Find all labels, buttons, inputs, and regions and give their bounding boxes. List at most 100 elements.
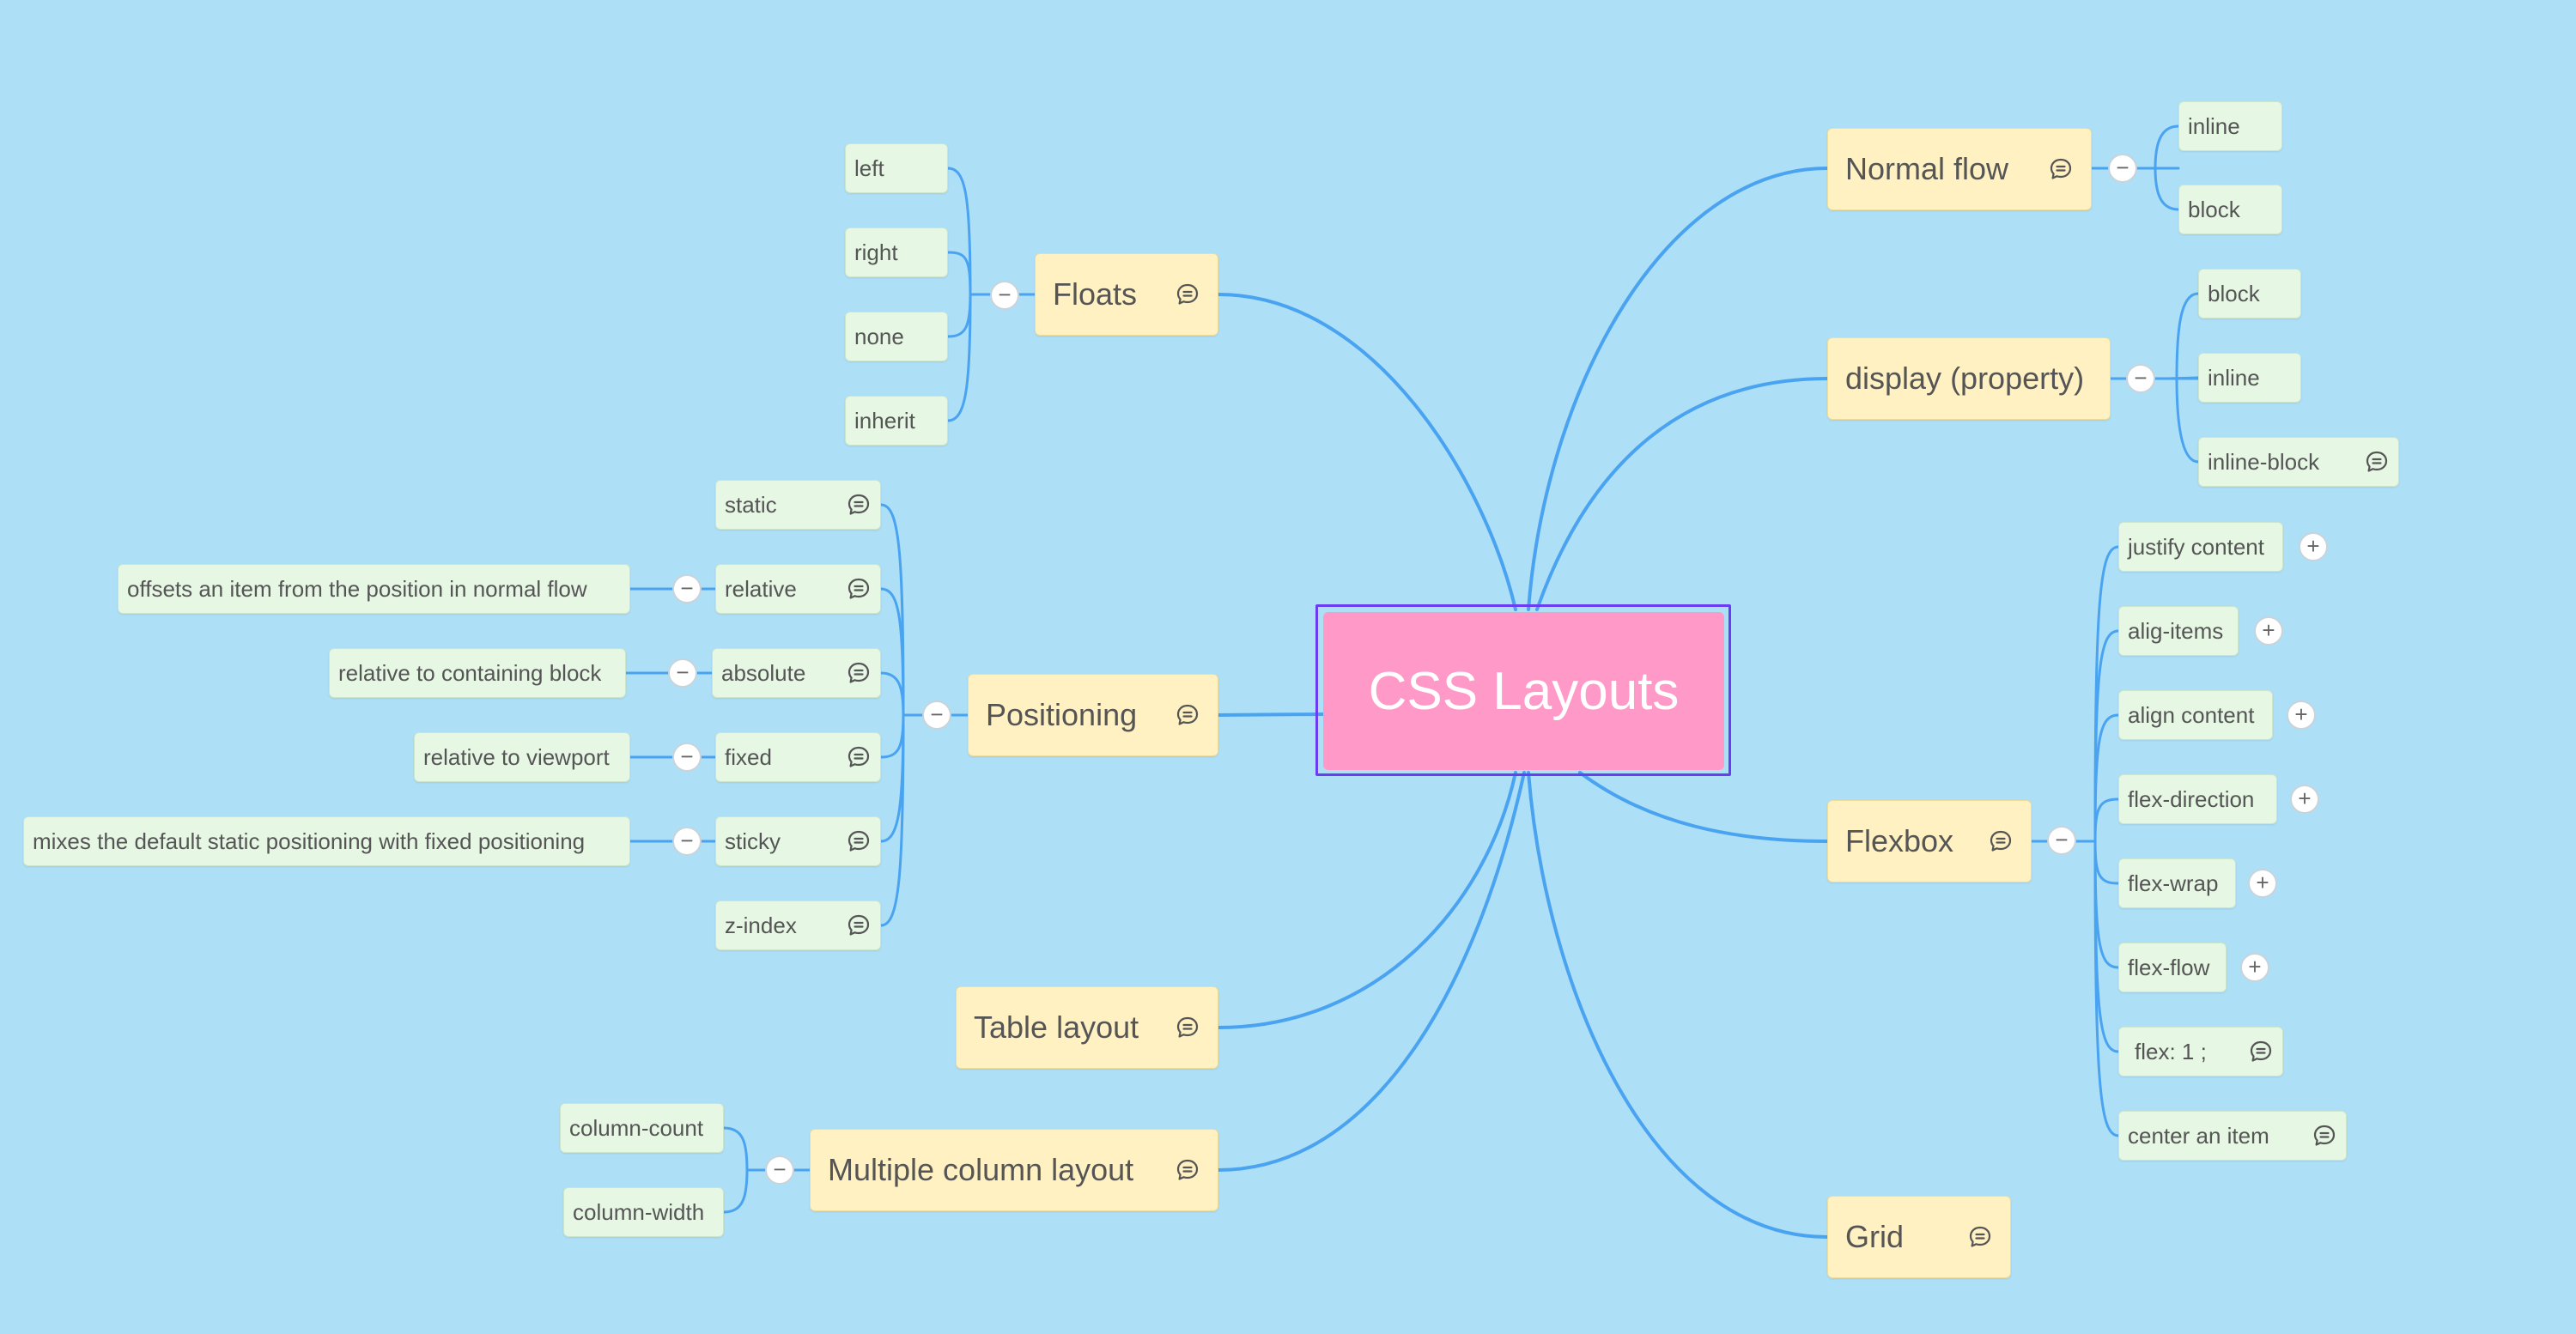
detail-label: relative to viewport: [423, 743, 610, 770]
note-icon[interactable]: [846, 828, 872, 854]
subtopic-label: inherit: [854, 407, 915, 434]
subtopic-column-count[interactable]: column-count: [560, 1103, 724, 1153]
collapse-icon[interactable]: −: [668, 658, 697, 688]
subtopic-block[interactable]: block: [2178, 185, 2282, 234]
subtopic-flex-1[interactable]: flex: 1 ;: [2118, 1027, 2283, 1076]
collapse-icon[interactable]: −: [2108, 154, 2137, 183]
detail-fixed[interactable]: relative to viewport: [414, 732, 630, 782]
note-icon[interactable]: [1988, 828, 2014, 854]
topic-normal-flow[interactable]: Normal flow: [1827, 128, 2092, 210]
subtopic-label: none: [854, 323, 904, 349]
note-icon[interactable]: [1175, 702, 1200, 728]
note-icon[interactable]: [846, 660, 872, 686]
subtopic-label: right: [854, 239, 898, 265]
note-icon[interactable]: [846, 913, 872, 938]
note-icon[interactable]: [1175, 1015, 1200, 1040]
note-icon[interactable]: [1967, 1224, 1993, 1250]
subtopic-inline[interactable]: inline: [2198, 353, 2301, 403]
collapse-icon[interactable]: −: [672, 827, 702, 856]
expand-icon[interactable]: +: [2287, 700, 2316, 730]
topic-label: Grid: [1845, 1219, 1905, 1254]
subtopic-label: center an item: [2128, 1122, 2269, 1149]
collapse-icon[interactable]: −: [922, 700, 951, 730]
subtopic-absolute[interactable]: absolute: [712, 648, 881, 698]
subtopic-flex-direction[interactable]: flex-direction: [2118, 774, 2277, 824]
detail-sticky[interactable]: mixes the default static positioning wit…: [23, 816, 630, 866]
subtopic-flex-flow[interactable]: flex-flow: [2118, 943, 2227, 992]
subtopic-inline-block[interactable]: inline-block: [2198, 437, 2399, 487]
subtopic-inherit[interactable]: inherit: [845, 396, 948, 446]
subtopic-label: relative: [725, 575, 797, 602]
subtopic-justify-content[interactable]: justify content: [2118, 522, 2283, 572]
topic-flexbox[interactable]: Flexbox: [1827, 800, 2032, 882]
topic-positioning[interactable]: Positioning: [968, 674, 1218, 756]
topic-multiple-column-layout[interactable]: Multiple column layout: [810, 1129, 1218, 1211]
subtopic-label: flex-direction: [2128, 785, 2255, 812]
note-icon[interactable]: [1175, 1157, 1200, 1183]
note-icon[interactable]: [846, 576, 872, 602]
expand-icon[interactable]: +: [2248, 869, 2277, 898]
subtopic-align-content[interactable]: align content: [2118, 690, 2273, 740]
note-icon[interactable]: [1175, 282, 1200, 307]
subtopic-left[interactable]: left: [845, 143, 948, 193]
subtopic-label: flex-wrap: [2128, 870, 2219, 896]
subtopic-label: inline: [2188, 112, 2240, 139]
subtopic-label: z-index: [725, 912, 797, 938]
collapse-icon[interactable]: −: [672, 743, 702, 772]
subtopic-label: block: [2208, 280, 2260, 306]
expand-icon[interactable]: +: [2254, 616, 2283, 646]
note-icon[interactable]: [846, 492, 872, 518]
subtopic-z-index[interactable]: z-index: [715, 900, 881, 950]
subtopic-inline[interactable]: inline: [2178, 101, 2282, 151]
note-icon[interactable]: [2248, 1039, 2274, 1064]
topic-display-property[interactable]: display (property): [1827, 337, 2111, 420]
subtopic-label: block: [2188, 196, 2240, 222]
subtopic-fixed[interactable]: fixed: [715, 732, 881, 782]
subtopic-relative[interactable]: relative: [715, 564, 881, 614]
topic-label: Normal flow: [1845, 151, 2009, 186]
subtopic-label: column-width: [573, 1198, 705, 1225]
subtopic-sticky[interactable]: sticky: [715, 816, 881, 866]
subtopic-label: alig-items: [2128, 617, 2224, 644]
collapse-icon[interactable]: −: [2047, 826, 2076, 855]
subtopic-center-an-item[interactable]: center an item: [2118, 1111, 2347, 1161]
detail-label: relative to containing block: [338, 659, 602, 686]
central-topic[interactable]: CSS Layouts: [1323, 612, 1724, 770]
collapse-icon[interactable]: −: [765, 1155, 794, 1185]
detail-label: offsets an item from the position in nor…: [127, 575, 587, 602]
subtopic-label: sticky: [725, 828, 781, 854]
collapse-icon[interactable]: −: [990, 281, 1019, 310]
subtopic-label: inline: [2208, 364, 2260, 391]
expand-icon[interactable]: +: [2290, 785, 2319, 814]
subtopic-label: absolute: [721, 659, 806, 686]
subtopic-label: column-count: [569, 1114, 704, 1141]
subtopic-label: align content: [2128, 701, 2255, 728]
subtopic-flex-wrap[interactable]: flex-wrap: [2118, 858, 2236, 908]
subtopic-alig-items[interactable]: alig-items: [2118, 606, 2239, 656]
collapse-icon[interactable]: −: [2126, 364, 2155, 393]
note-icon[interactable]: [2312, 1123, 2337, 1149]
collapse-icon[interactable]: −: [672, 574, 702, 603]
note-icon[interactable]: [2364, 449, 2390, 475]
subtopic-none[interactable]: none: [845, 312, 948, 361]
detail-absolute[interactable]: relative to containing block: [329, 648, 626, 698]
expand-icon[interactable]: +: [2240, 953, 2269, 982]
note-icon[interactable]: [846, 744, 872, 770]
topic-label: Table layout: [974, 1010, 1139, 1045]
subtopic-right[interactable]: right: [845, 227, 948, 277]
topic-label: Flexbox: [1845, 823, 1954, 858]
topic-label: Multiple column layout: [828, 1152, 1134, 1187]
subtopic-label: fixed: [725, 743, 772, 770]
topic-table-layout[interactable]: Table layout: [956, 986, 1218, 1069]
note-icon[interactable]: [2048, 156, 2074, 182]
subtopic-label: flex-flow: [2128, 954, 2210, 980]
topic-grid[interactable]: Grid: [1827, 1196, 2011, 1278]
subtopic-column-width[interactable]: column-width: [563, 1187, 724, 1237]
subtopic-static[interactable]: static: [715, 480, 881, 530]
topic-floats[interactable]: Floats: [1035, 253, 1218, 336]
expand-icon[interactable]: +: [2299, 532, 2328, 561]
topic-label: display (property): [1845, 361, 2085, 396]
detail-relative[interactable]: offsets an item from the position in nor…: [118, 564, 630, 614]
subtopic-block[interactable]: block: [2198, 269, 2301, 318]
